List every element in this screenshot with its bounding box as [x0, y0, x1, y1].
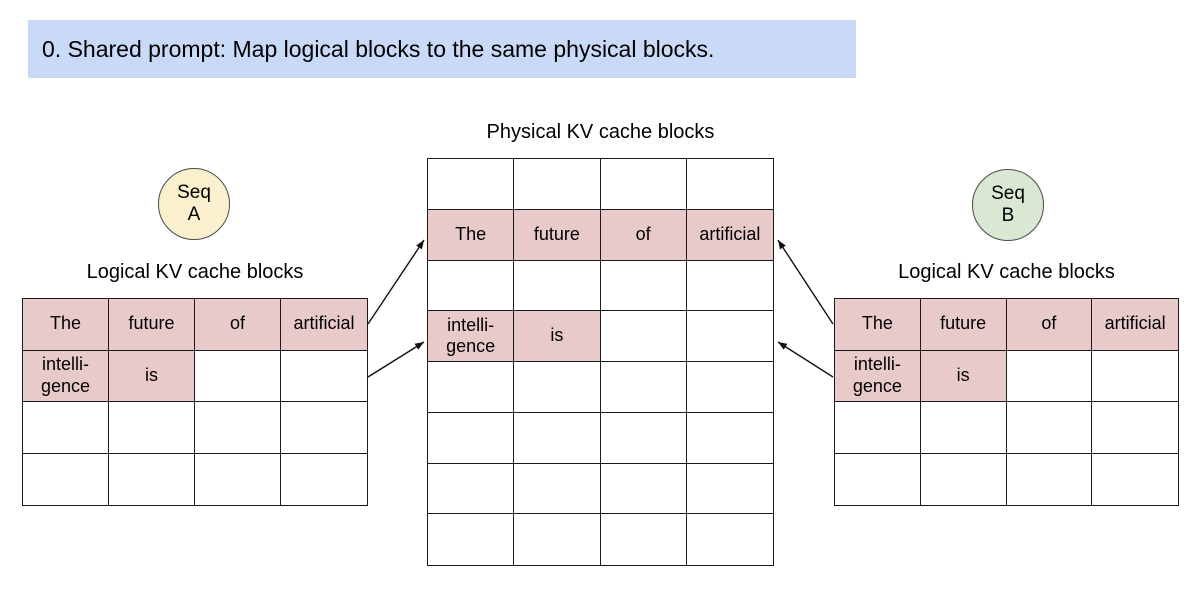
kv-cache-cell-empty — [428, 260, 515, 312]
kv-cache-cell-token: The — [23, 299, 109, 351]
kv-cache-cell-empty — [835, 402, 921, 454]
kv-cache-cell-empty — [428, 463, 515, 515]
kv-cache-cell-empty — [281, 454, 367, 506]
kv-cache-cell-empty — [109, 402, 195, 454]
kv-cache-cell-empty — [600, 260, 687, 312]
kv-cache-cell-empty — [514, 260, 601, 312]
kv-cache-cell-empty — [687, 514, 773, 565]
kv-cache-cell-token: The — [835, 299, 921, 351]
kv-cache-cell-empty — [600, 159, 687, 210]
kv-cache-cell-empty — [686, 413, 773, 464]
arrow-seq-a-block1 — [367, 341, 425, 378]
kv-cache-cell-empty — [514, 159, 601, 210]
kv-cache-cell-empty — [686, 362, 773, 413]
kv-cache-cell-empty — [514, 463, 601, 515]
kv-cache-cell-token: artificial — [686, 209, 773, 261]
kv-cache-cell-empty — [428, 362, 515, 413]
kv-cache-cell-empty — [109, 453, 195, 505]
kv-cache-cell-token: of — [1006, 299, 1093, 351]
kv-cache-cell-empty — [23, 402, 109, 454]
kv-cache-cell-empty — [686, 261, 773, 312]
kv-cache-cell-token: intelli- gence — [835, 350, 921, 402]
kv-cache-cell-empty — [835, 453, 921, 505]
kv-cache-cell-empty — [428, 159, 515, 210]
kv-cache-cell-empty — [1092, 454, 1178, 506]
kv-cache-cell-empty — [1006, 350, 1093, 402]
kv-cache-cell-empty — [686, 159, 773, 210]
arrow-seq-b-block1 — [777, 341, 834, 378]
kv-cache-cell-empty — [23, 453, 109, 505]
kv-cache-cell-empty — [514, 514, 601, 565]
seq-a-badge: Seq A — [158, 168, 230, 240]
kv-cache-cell-empty — [1007, 453, 1093, 505]
kv-cache-cell-empty — [920, 402, 1007, 454]
kv-cache-cell-empty — [1006, 402, 1093, 454]
kv-cache-cell-token: future — [109, 299, 195, 351]
kv-cache-cell-empty — [195, 453, 281, 505]
kv-cache-cell-empty — [601, 514, 687, 565]
kv-cache-cell-token: intelli- gence — [428, 311, 515, 362]
kv-cache-cell-empty — [600, 412, 687, 464]
arrow-seq-b-block0 — [777, 239, 834, 325]
kv-cache-cell-empty — [428, 412, 515, 464]
kv-cache-cell-empty — [514, 412, 601, 464]
kv-cache-cell-token: is — [109, 350, 195, 402]
kv-cache-cell-empty — [281, 402, 367, 454]
kv-cache-cell-token: future — [920, 299, 1007, 351]
kv-cache-cell-empty — [686, 311, 773, 362]
seq-a-logical-table-title: Logical KV cache blocks — [86, 260, 304, 283]
kv-cache-cell-empty — [600, 362, 687, 413]
kv-cache-cell-token: artificial — [1092, 299, 1178, 351]
kv-cache-cell-token: future — [514, 209, 601, 261]
kv-cache-cell-token: is — [514, 311, 601, 362]
physical-table-title: Physical KV cache blocks — [486, 120, 715, 143]
kv-cache-cell-empty — [428, 514, 515, 565]
seq-a-label-line2: A — [187, 204, 201, 225]
title-banner: 0. Shared prompt: Map logical blocks to … — [28, 20, 856, 78]
kv-cache-cell-token: is — [920, 350, 1007, 402]
kv-cache-cell-token: artificial — [281, 299, 367, 351]
seq-b-logical-table-title: Logical KV cache blocks — [898, 260, 1115, 283]
kv-cache-cell-empty — [1092, 351, 1178, 402]
seq-a-label-line1: Seq — [177, 182, 211, 204]
kv-cache-cell-empty — [921, 453, 1007, 505]
title-banner-text: 0. Shared prompt: Map logical blocks to … — [42, 35, 715, 62]
kv-cache-cell-empty — [195, 350, 281, 402]
kv-cache-cell-token: of — [195, 299, 281, 351]
kv-cache-cell-empty — [1092, 402, 1178, 454]
seq-b-label-line1: Seq — [991, 183, 1025, 205]
kv-cache-cell-empty — [600, 463, 687, 515]
kv-cache-cell-empty — [686, 464, 773, 515]
kv-cache-cell-empty — [514, 362, 601, 413]
kv-cache-cell-empty — [195, 402, 281, 454]
seq-b-label-line2: B — [1001, 205, 1015, 226]
kv-cache-cell-token: The — [428, 209, 515, 261]
kv-cache-cell-empty — [600, 311, 687, 362]
arrow-seq-a-block0 — [367, 239, 425, 325]
seq-b-badge: Seq B — [972, 169, 1044, 241]
kv-cache-cell-empty — [281, 351, 367, 402]
kv-cache-cell-token: intelli- gence — [23, 350, 109, 402]
kv-cache-cell-token: of — [600, 209, 687, 261]
